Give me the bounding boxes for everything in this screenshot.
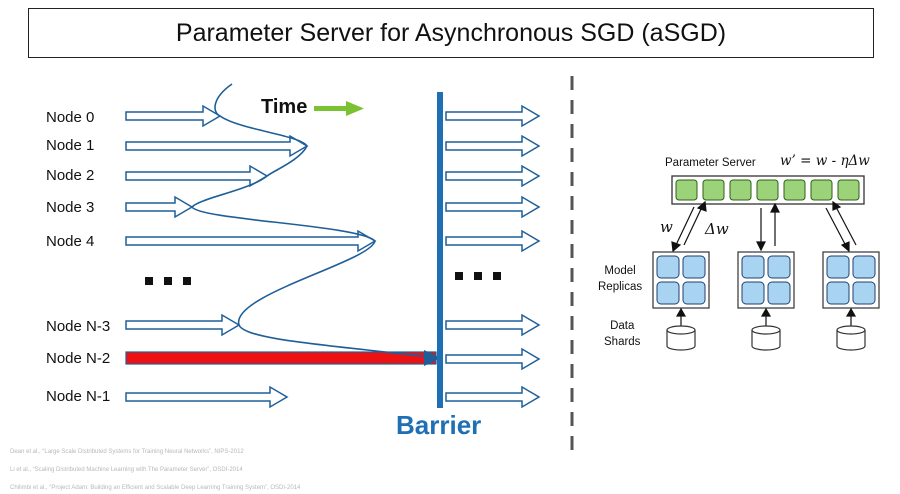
node-n3-arrow bbox=[125, 313, 241, 337]
barrier-label: Barrier bbox=[396, 410, 482, 440]
parameter-server-block bbox=[671, 175, 865, 205]
node-progress-arrows bbox=[125, 104, 377, 409]
node-label: Node 0 bbox=[46, 109, 95, 126]
node-2-arrow bbox=[125, 164, 269, 188]
node-1-arrow bbox=[125, 134, 309, 158]
slide-title: Parameter Server for Asynchronous SGD (a… bbox=[28, 8, 874, 58]
node-label: Node 3 bbox=[46, 199, 95, 216]
data-shards-label: Data Shards bbox=[604, 320, 641, 348]
ellipsis-left bbox=[145, 277, 191, 285]
update-formula: w’ = w - ηΔw bbox=[780, 153, 870, 169]
node-label: Node N-2 bbox=[46, 350, 111, 367]
reference-1: Dean et al., “Large Scale Distributed Sy… bbox=[10, 449, 244, 455]
reference-2: Li et al., “Scaling Distributed Machine … bbox=[10, 467, 243, 473]
reference-3: Chilimbi et al., “Project Adam: Building… bbox=[10, 485, 301, 491]
w-label: w bbox=[660, 218, 673, 236]
parameter-server-label: Parameter Server bbox=[665, 157, 756, 169]
ellipsis-right bbox=[455, 272, 501, 280]
node-n2-bar bbox=[125, 351, 437, 365]
node-label: Node 4 bbox=[46, 233, 95, 250]
time-curve bbox=[191, 83, 439, 359]
node-label: Node N-1 bbox=[46, 388, 111, 405]
ps-replica-arrows bbox=[671, 200, 857, 253]
node-0-arrow bbox=[125, 104, 222, 128]
node-3-arrow bbox=[125, 195, 194, 219]
node-n1-arrow bbox=[125, 385, 289, 409]
shard-arrows bbox=[675, 307, 857, 328]
model-replicas-label: Model Replicas bbox=[598, 265, 643, 293]
node-4-arrow bbox=[125, 229, 377, 253]
delta-w-label: Δw bbox=[705, 220, 729, 238]
data-shards bbox=[666, 325, 866, 351]
node-label: Node 1 bbox=[46, 137, 95, 154]
post-barrier-arrows bbox=[445, 104, 541, 409]
barrier-line bbox=[437, 92, 443, 408]
model-replicas bbox=[652, 251, 880, 309]
node-label: Node 2 bbox=[46, 167, 95, 184]
time-label: Time bbox=[261, 96, 308, 118]
node-label: Node N-3 bbox=[46, 318, 111, 335]
